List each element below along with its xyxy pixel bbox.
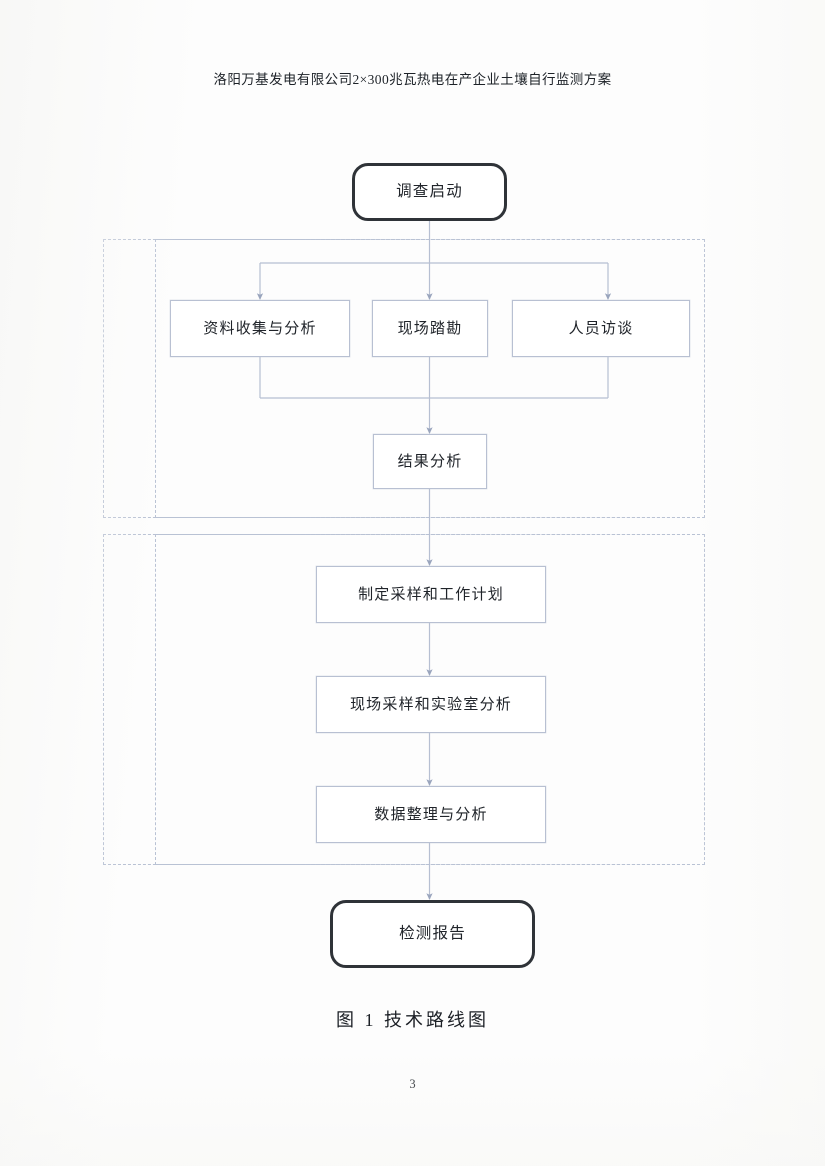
node-personnel-interview[interactable]: 人员访谈 (512, 300, 690, 357)
node-field-sampling-lab-analysis-label: 现场采样和实验室分析 (349, 696, 512, 713)
node-data-collection[interactable]: 资料收集与分析 (170, 300, 350, 357)
node-result-analysis[interactable]: 结果分析 (373, 434, 487, 489)
node-test-report[interactable]: 检测报告 (330, 900, 535, 968)
technical-route-flowchart: 调查启动 资料收集与分析 现场踏勘 人员访谈 结果分析 制定采样和工作计划 现场… (103, 163, 705, 968)
node-start[interactable]: 调查启动 (352, 163, 507, 221)
node-sampling-work-plan-label: 制定采样和工作计划 (358, 586, 504, 603)
node-data-processing-analysis[interactable]: 数据整理与分析 (316, 786, 546, 843)
flow-connectors (256, 221, 612, 900)
figure-caption: 图 1 技术路线图 (336, 1010, 489, 1030)
node-data-processing-analysis-label: 数据整理与分析 (374, 806, 488, 823)
node-result-analysis-label: 结果分析 (397, 453, 463, 470)
node-data-collection-label: 资料收集与分析 (203, 320, 317, 337)
page-header-title: 洛阳万基发电有限公司2×300兆瓦热电在产企业土壤自行监测方案 (213, 72, 612, 87)
node-start-label: 调查启动 (396, 182, 463, 200)
node-site-survey[interactable]: 现场踏勘 (372, 300, 488, 357)
node-site-survey-label: 现场踏勘 (397, 320, 463, 337)
node-field-sampling-lab-analysis[interactable]: 现场采样和实验室分析 (316, 676, 546, 733)
page-number: 3 (409, 1077, 416, 1091)
node-sampling-work-plan[interactable]: 制定采样和工作计划 (316, 566, 546, 623)
node-test-report-label: 检测报告 (399, 924, 466, 942)
node-personnel-interview-label: 人员访谈 (568, 320, 634, 337)
